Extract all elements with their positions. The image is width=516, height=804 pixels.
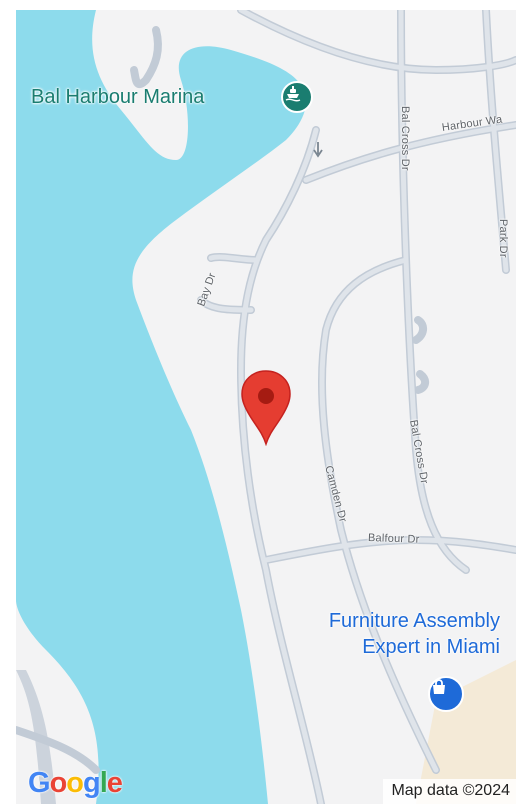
google-logo[interactable]: Google <box>28 767 123 800</box>
logo-letter: l <box>99 767 108 799</box>
place-label-poi[interactable]: Furniture Assembly Expert in Miami <box>329 608 500 660</box>
logo-letter: e <box>106 767 123 799</box>
street-label-bal-cross-dr-top: Bal Cross Dr <box>399 106 411 171</box>
street-label-park-dr: Park Dr <box>497 219 509 258</box>
logo-letter: G <box>28 767 51 799</box>
beach-area <box>416 660 516 804</box>
marina-marker[interactable] <box>281 81 313 113</box>
water-body <box>16 10 306 804</box>
map-attribution: Map data ©2024 <box>383 779 516 804</box>
shopping-bag-icon <box>433 679 445 694</box>
logo-letter: o <box>66 767 84 799</box>
poi-marker[interactable] <box>428 676 464 712</box>
location-pin-icon[interactable] <box>238 368 294 446</box>
one-way-arrow <box>313 142 323 158</box>
map-graphics <box>16 10 516 804</box>
boat-icon <box>285 86 301 102</box>
logo-letter: o <box>49 767 68 799</box>
logo-letter: g <box>83 767 101 799</box>
poi-label-line2: Expert in Miami <box>362 636 500 658</box>
map-canvas[interactable]: Harbour Wa Bal Cross Dr Park Dr Bay Dr B… <box>16 10 516 804</box>
poi-label-line1: Furniture Assembly <box>328 610 500 632</box>
street-label-balfour-dr: Balfour Dr <box>367 532 420 546</box>
place-label-marina[interactable]: Bal Harbour Marina <box>31 86 205 108</box>
